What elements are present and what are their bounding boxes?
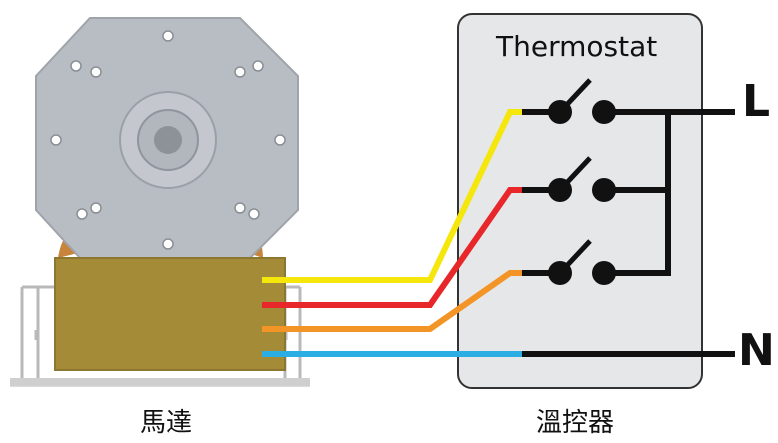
motor-caption: 馬達 [140,408,193,438]
motor-shaft [154,126,182,154]
wire-yellow [262,109,522,283]
motor-housing [54,257,286,371]
controller-caption: 溫控器 [536,408,615,438]
wire-red [262,187,522,308]
terminal-neutral-label: N [738,325,775,376]
motor-base [10,378,310,386]
switch-2 [548,156,616,202]
switch-1 [548,78,616,124]
motor-screw-holes [50,30,286,250]
thermostat-title: Thermostat [496,30,658,63]
wire-orange [262,270,522,332]
terminal-live-label: L [742,76,771,127]
motor-illustration [10,17,310,387]
thermostat-box [457,13,703,389]
switch-3 [548,239,616,285]
